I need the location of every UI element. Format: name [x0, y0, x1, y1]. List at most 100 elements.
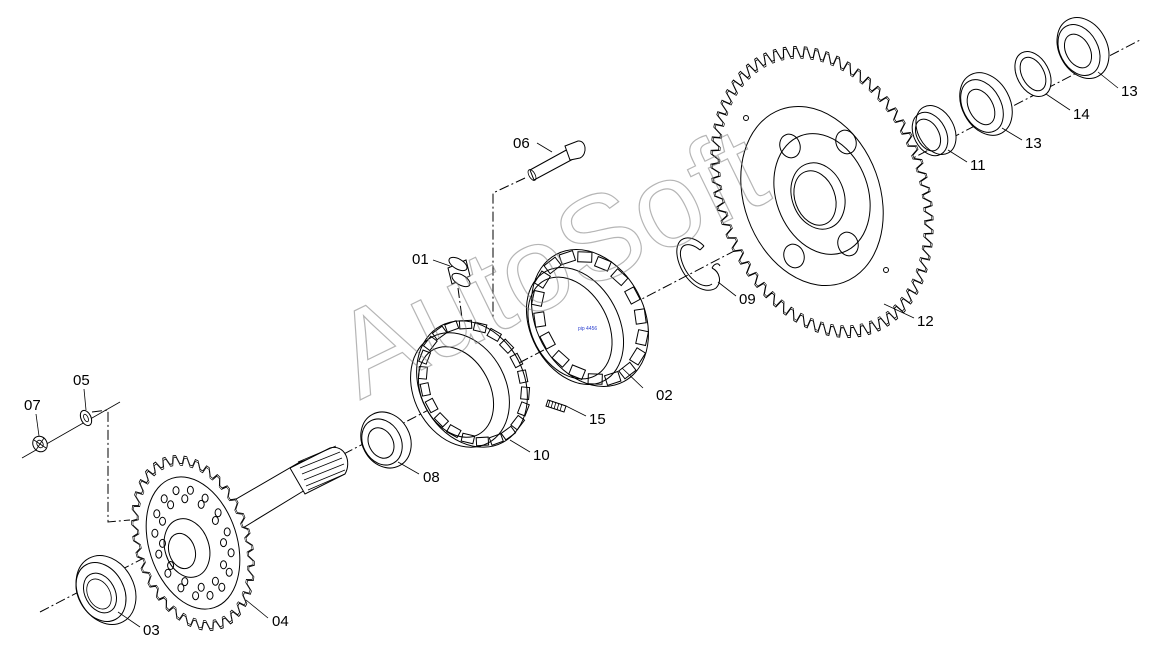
ring10-slots-slot	[498, 338, 515, 354]
ring10-slots-slot	[419, 382, 432, 397]
gear-hole	[172, 486, 180, 496]
callout-06: 06	[513, 135, 530, 152]
ring10-slots-slot	[444, 320, 460, 333]
gear-hole	[177, 583, 185, 593]
cage02-slots-slot	[618, 361, 637, 380]
gear-hole	[155, 549, 163, 559]
callout-13-middle: 13	[1025, 135, 1042, 152]
ring10-slots-slot	[500, 425, 517, 441]
ring10-slots-slot	[516, 369, 529, 384]
gear-hole	[201, 493, 209, 503]
part-14-shim	[1014, 51, 1052, 97]
gear-hole	[197, 499, 205, 509]
gear-hole	[211, 576, 219, 586]
cage02-slots-slot	[530, 289, 545, 307]
part-13-bearing-right	[1056, 17, 1110, 79]
gear-hole	[225, 567, 233, 577]
ring10-slots-slot	[458, 319, 473, 330]
callout-09: 09	[739, 291, 756, 308]
callout-01: 01	[412, 251, 429, 268]
callout-14: 14	[1073, 106, 1090, 123]
ring10-slots-slot	[418, 349, 432, 365]
ring10-slots-slot	[472, 321, 488, 334]
cage02-slots-slot	[533, 270, 552, 289]
callout-10: 10	[533, 447, 550, 464]
gear12-tooth-shading	[712, 48, 932, 336]
ring10-slots-slot	[460, 432, 476, 445]
gear-hole	[151, 528, 159, 538]
part-01-dowel-pin	[447, 256, 471, 288]
callout-11: 11	[970, 157, 986, 174]
cage02-slots-slot	[543, 256, 562, 275]
ring10-slots-slot	[488, 433, 504, 446]
gear-hole	[160, 494, 168, 504]
callout-15: 15	[589, 411, 606, 428]
callout-labels: 01 02 03 04 05 06 07 08 09 10 11 12 13 1…	[24, 83, 1138, 639]
gear-hole	[159, 538, 166, 548]
callout-12: 12	[917, 313, 934, 330]
cage02-slots-slot	[635, 329, 650, 347]
gear-hole	[181, 494, 189, 504]
cage02-slots-slot	[624, 286, 641, 305]
ring10-slots-slot	[516, 401, 530, 417]
cage02-slots-slot	[551, 349, 570, 368]
gear-hole	[159, 516, 166, 526]
part-03-bearing-left	[75, 555, 137, 625]
part-13-bearing-middle	[959, 72, 1013, 136]
gear-hole	[153, 509, 161, 519]
part-11-bushing	[911, 105, 957, 157]
gear-hole	[186, 485, 194, 495]
part-06-bolt	[527, 140, 586, 181]
gear-hole	[211, 516, 219, 525]
gear-hole	[197, 582, 205, 592]
gear-hole	[220, 538, 227, 548]
callout-03: 03	[143, 622, 160, 639]
gear-hole	[206, 590, 214, 600]
part-07-nut	[32, 435, 48, 453]
ring10-slots-slot	[422, 335, 438, 352]
callout-07: 07	[24, 397, 41, 414]
callout-02: 02	[656, 387, 673, 404]
gear-hole	[223, 527, 231, 537]
gear-hole	[192, 591, 200, 601]
cage02-slots-slot	[603, 370, 622, 386]
ring10-slots-slot	[510, 414, 526, 431]
small-mark-text: pip 4456	[578, 326, 597, 332]
callout-05: 05	[73, 372, 90, 389]
ring10-slots-slot	[509, 352, 524, 369]
gear-hole	[167, 500, 175, 510]
cage02-slots-slot	[533, 311, 547, 328]
ring10-slots-slot	[520, 386, 531, 401]
gear04-tooth-shading	[132, 457, 254, 629]
cage02-slots-slot	[577, 251, 593, 263]
fastener-alignment-line	[91, 409, 131, 523]
gear-hole	[164, 568, 172, 578]
ring10-slots-slot	[424, 397, 439, 414]
callout-04: 04	[272, 613, 289, 630]
leader-lines	[35, 71, 1119, 628]
part-10-clutch-ring	[410, 319, 531, 448]
part-04-shaft-gear	[131, 445, 349, 631]
gear-hole	[218, 582, 226, 592]
pin-alignment-line	[457, 287, 463, 319]
cage02-slots-slot	[628, 347, 647, 366]
ring10-slots-slot	[486, 327, 503, 343]
gear-hole	[214, 508, 222, 518]
cage02-slots-slot	[558, 250, 577, 266]
callout-13-right: 13	[1121, 83, 1138, 100]
part-05-washer	[79, 409, 93, 427]
ring10-slots-slot	[475, 436, 490, 447]
part-09-snap-ring	[676, 237, 721, 291]
gear-hole	[181, 577, 189, 587]
part-02-roller-cage: pip 4456	[525, 249, 650, 387]
ring10-slots-slot	[433, 412, 450, 428]
watermark-text: AutoSoft	[313, 101, 785, 423]
callout-08: 08	[423, 469, 440, 486]
cage02-slots-slot	[587, 373, 603, 385]
gear-hole	[220, 560, 227, 570]
cage02-slots-slot	[593, 255, 612, 272]
ring10-slots-slot	[417, 365, 428, 380]
gear-hole	[167, 561, 175, 570]
part-12-large-gear	[710, 46, 934, 338]
